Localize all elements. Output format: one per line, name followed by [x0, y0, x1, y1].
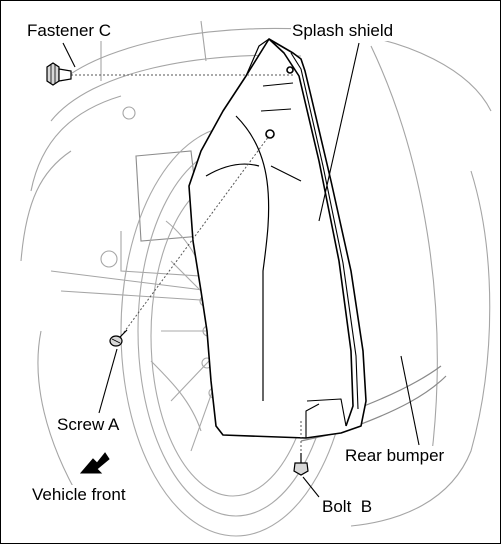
- leader-fastener-c: [62, 42, 76, 68]
- arrow-down-left-icon: [79, 452, 110, 474]
- fastener-c-part: [46, 62, 72, 86]
- label-fastener-c: Fastener C: [26, 21, 113, 41]
- leader-splash-shield: [318, 42, 360, 222]
- leader-bolt-b: [302, 476, 320, 498]
- label-bolt-b: Bolt B: [321, 497, 374, 517]
- leader-lines: [62, 42, 420, 498]
- screw-a-part: [109, 329, 128, 347]
- label-splash-shield: Splash shield: [291, 21, 395, 41]
- label-screw-a: Screw A: [56, 415, 121, 435]
- leader-screw-a: [98, 348, 118, 414]
- leader-rear-bumper: [400, 355, 420, 446]
- splash-shield: [188, 38, 367, 439]
- label-vehicle-front: Vehicle front: [31, 485, 127, 505]
- bolt-b-part: [293, 453, 309, 476]
- label-rear-bumper: Rear bumper: [344, 446, 446, 466]
- body-outline: [20, 20, 492, 527]
